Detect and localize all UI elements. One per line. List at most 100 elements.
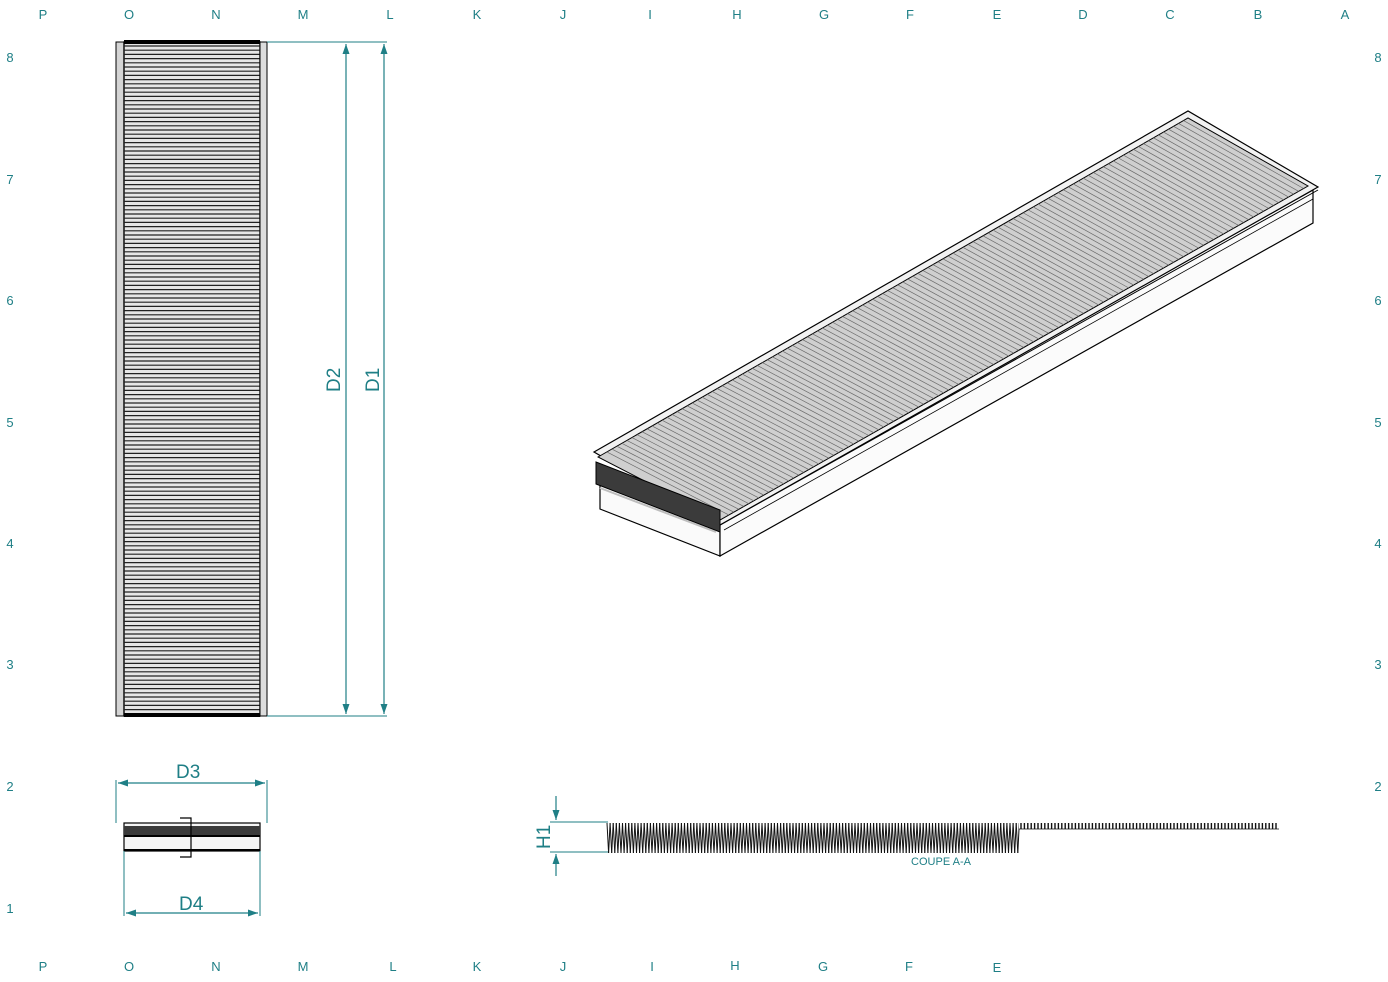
pleat-line [757,365,879,431]
pleat-line [727,822,730,854]
pleat-line [862,304,984,371]
pleat-line [812,333,934,399]
pleat-line [797,822,800,854]
pleat-line [1073,183,1194,252]
pleat-line [783,822,786,854]
pleat-line [915,822,918,854]
pleat-line [702,822,706,854]
pleat-line [882,822,885,854]
left-grid-numbers: 8 7 6 5 4 3 2 1 [6,50,13,916]
pleat-line [1048,198,1169,266]
pleat-line [639,822,642,854]
grid-letter-top: E [993,7,1002,22]
pleat-line [806,822,809,854]
pleat-line [842,822,845,854]
pleat-line [719,822,723,854]
pleat-line [856,822,859,854]
pleat-line [747,370,869,436]
pleat-line [660,822,664,854]
pleat-line [645,822,648,854]
grid-letter-top: K [473,7,482,22]
isometric-view [592,110,1320,558]
pleat-line [847,313,969,380]
pleat-line [1153,137,1274,206]
pleat-line [626,822,630,854]
pleat-line [676,822,679,854]
pleat-line [787,822,791,854]
pleat-line [927,822,930,854]
pleat-line [646,822,650,854]
pleat-line [614,822,617,854]
pleat-line [766,822,769,854]
pleat-line [684,822,687,854]
pleat-line [679,822,682,854]
pleat-line [680,822,684,854]
grid-letter-top: C [1165,7,1174,22]
pleat-line [837,319,959,385]
pleat-line [990,822,994,854]
pleat-line [665,822,668,854]
grid-number-right: 4 [1374,536,1381,551]
dimension-d1-label: D1 [363,368,384,392]
pleat-line [618,822,622,854]
pleat-line [722,385,844,451]
pleat-line [899,822,902,854]
pleat-line [888,822,892,854]
pleat-line [950,822,954,854]
pleat-line [1068,186,1189,255]
pleat-line [942,258,1064,326]
pleat-line [1168,128,1289,198]
pleat-line [701,822,704,854]
pleat-line [1002,223,1124,292]
section-thin-pleats [1019,823,1279,830]
pleat-line [953,822,957,854]
pleat-line [782,350,904,416]
pleat-line [944,822,947,854]
pleat-line [752,822,755,854]
pleat-line [842,316,964,382]
pleat-line [1012,822,1016,854]
pleat-line [831,822,834,854]
grid-letter-bottom: E [993,960,1002,975]
pleat-line [832,822,836,854]
pleat-line [663,822,667,854]
grid-letter-top: F [906,7,914,22]
pleat-line [648,822,651,854]
pleat-line [792,822,796,854]
pleat-line [1138,146,1259,215]
pleat-line [676,411,799,476]
pleat-line [973,822,977,854]
grid-letter-top: B [1254,7,1263,22]
pleat-line [739,822,743,854]
pleat-line [849,822,853,854]
pleat-line [636,822,639,854]
pleat-line [1015,822,1019,854]
pleat-line [959,822,963,854]
pleat-line [701,396,824,462]
grid-letter-top: L [386,7,393,22]
pleat-line [1007,221,1129,289]
pleat-line [631,437,754,502]
pleat-line [608,822,611,854]
pleat-line [1042,200,1164,269]
pleat-line [804,822,808,854]
pleat-line [637,822,641,854]
pleat-line [1022,212,1144,280]
pleat-line [698,822,701,854]
pleat-line [710,822,713,854]
pleat-line [1032,206,1154,274]
pleat-line [781,822,785,854]
pleat-line [707,822,710,854]
pleat-line [853,822,856,854]
pleat-line [997,822,1000,854]
grid-number-left: 5 [6,415,13,430]
pleat-line [1063,189,1184,257]
pleat-line [1183,120,1304,189]
grid-letter-bottom: N [211,959,220,974]
pleat-line [735,822,738,854]
pleat-line [1098,169,1219,238]
pleat-line [733,822,737,854]
pleat-line [809,822,813,854]
pleat-line [893,822,896,854]
pleat-line [917,272,1039,340]
